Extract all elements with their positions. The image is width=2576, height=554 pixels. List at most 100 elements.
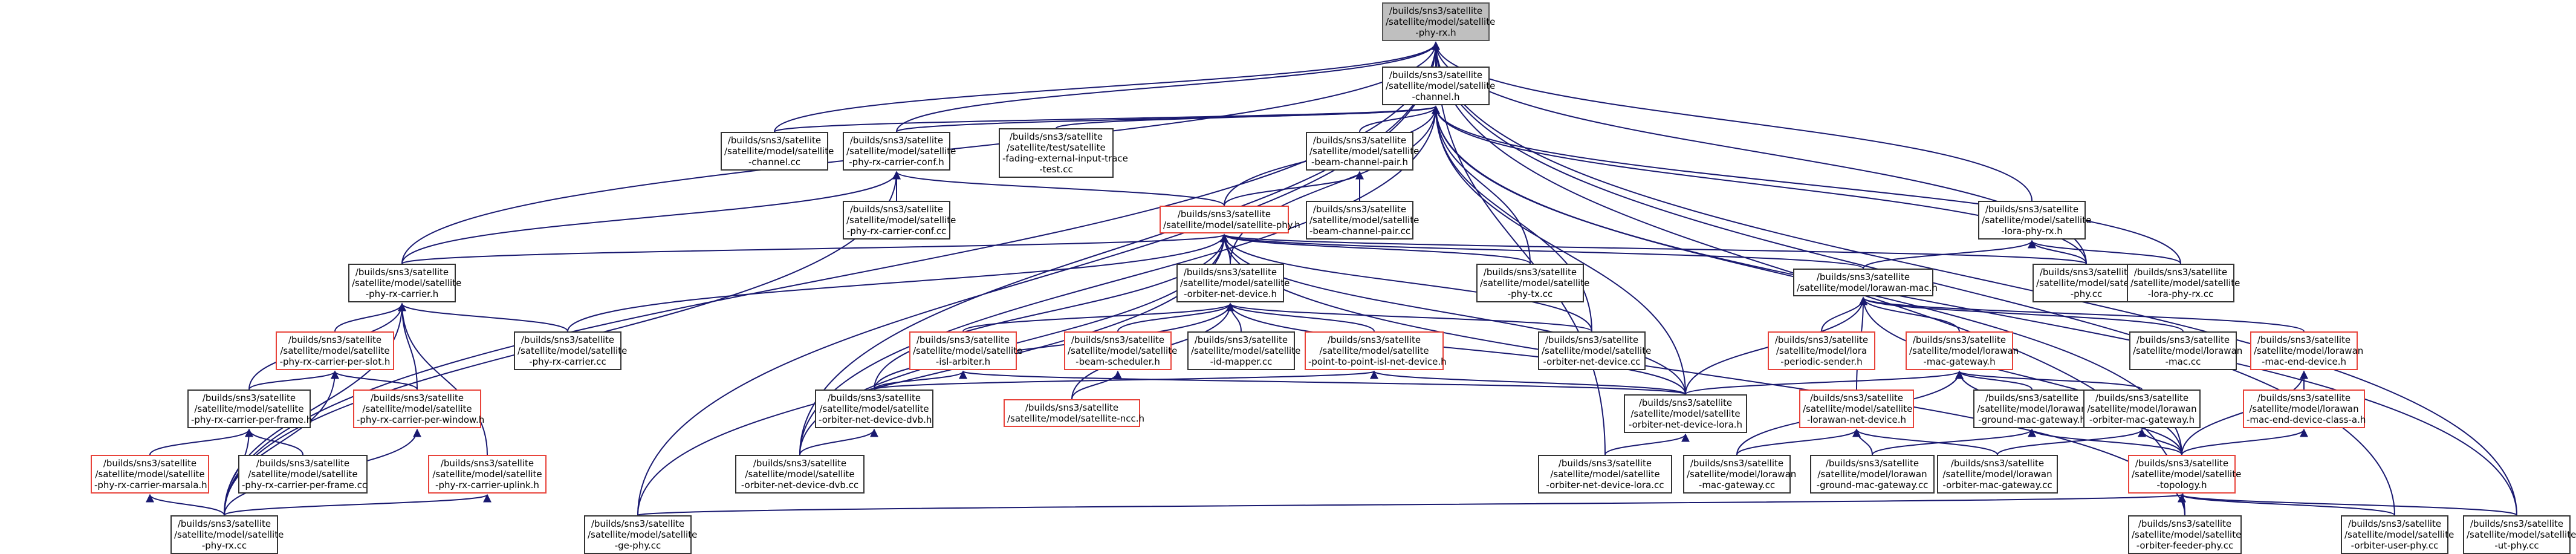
edge-node-lorawan-mac-end-device-h-to-node-lorawan-mac-h — [1859, 296, 2305, 332]
node-orbiter-net-device-cc[interactable]: /builds/sns3/satellite/satellite/model/s… — [1538, 331, 1651, 370]
node-orbiter-feeder-phy-cc[interactable]: /builds/sns3/satellite/satellite/model/s… — [2128, 515, 2242, 554]
node-satellite-ncc-h[interactable]: /builds/sns3/satellite/satellite/model/s… — [1004, 399, 1144, 427]
edge-node-satellite-ncc-h-to-node-beam-scheduler-h — [1071, 370, 1122, 400]
node-satellite-phy-rx-h[interactable]: /builds/sns3/satellite/satellite/model/s… — [1382, 2, 1495, 41]
edge-node-orbiter-net-device-lora-h-to-node-orbiter-net-device-h — [1226, 302, 1686, 395]
edge-node-orbiter-mac-gateway-cc-to-node-orbiter-mac-gateway-h — [1997, 428, 2146, 455]
edge-node-lora-phy-rx-cc-to-node-satellite-channel-h — [1432, 105, 2181, 264]
node-lorawan-mac-cc[interactable]: /builds/sns3/satellite/satellite/model/l… — [2129, 331, 2242, 370]
edge-node-phy-tx-cc-to-node-satellite-phy-h — [1220, 233, 1531, 264]
node-phy-rx-carrier-per-slot-h[interactable]: /builds/sns3/satellite/satellite/model/s… — [276, 331, 394, 370]
edge-node-orbiter-mac-gateway-h-to-node-lorawan-mac-gateway-h — [1955, 370, 2143, 390]
edge-node-satellite-phy-h-to-node-phy-rx-carrier-conf-h — [892, 171, 1225, 206]
edge-node-orbiter-net-device-lora-cc-to-node-orbiter-net-device-lora-h — [1604, 433, 1690, 455]
edge-node-orbiter-net-device-dvb-cc-to-node-satellite-phy-rx-h — [799, 41, 1440, 455]
edge-node-orbiter-net-device-lora-h-to-node-satellite-phy-h — [1220, 233, 1686, 395]
edge-node-orbiter-mac-gateway-cc-to-node-lorawan-net-device-h — [1852, 428, 1998, 455]
node-beam-scheduler-h[interactable]: /builds/sns3/satellite/satellite/model/s… — [1064, 331, 1177, 370]
node-fading-trace-test-cc[interactable]: /builds/sns3/satellite/satellite/test/sa… — [999, 128, 1128, 178]
node-phy-rx-carrier-marsala-h[interactable]: /builds/sns3/satellite/satellite/model/s… — [91, 455, 209, 494]
node-lora-phy-rx-h[interactable]: /builds/sns3/satellite/satellite/model/s… — [1978, 201, 2091, 240]
node-ground-mac-gateway-cc[interactable]: /builds/sns3/satellite/satellite/model/l… — [1810, 455, 1935, 494]
node-lorawan-mac-end-device-h[interactable]: /builds/sns3/satellite/satellite/model/l… — [2250, 331, 2363, 370]
edge-node-lorawan-mac-h-to-node-lora-phy-rx-h — [1863, 240, 2036, 269]
edge-node-satellite-phy-cc-to-node-satellite-phy-h — [1220, 233, 2087, 264]
node-orbiter-net-device-h[interactable]: /builds/sns3/satellite/satellite/model/s… — [1176, 264, 1290, 302]
node-satellite-ge-phy-cc[interactable]: /builds/sns3/satellite/satellite/model/s… — [584, 515, 697, 554]
node-orbiter-net-device-lora-h[interactable]: /builds/sns3/satellite/satellite/model/s… — [1624, 394, 1747, 433]
edge-node-orbiter-net-device-cc-to-node-orbiter-net-device-h — [1226, 302, 1592, 332]
edge-node-orbiter-net-device-dvb-h-to-node-satellite-phy-h — [874, 233, 1228, 390]
edge-node-phy-rx-carrier-conf-h-to-node-satellite-phy-rx-h — [896, 41, 1440, 132]
edge-node-ground-mac-gateway-cc-to-node-ground-mac-gateway-h — [1872, 428, 2036, 455]
edge-node-lorawan-mac-h-to-node-satellite-phy-h — [1220, 233, 1864, 269]
edge-node-beam-scheduler-h-to-node-orbiter-net-device-h — [1117, 302, 1234, 332]
edge-node-phy-rx-carrier-per-slot-h-to-node-phy-rx-carrier-h — [334, 302, 406, 332]
edge-node-point-to-point-isl-h-to-node-orbiter-net-device-h — [1226, 302, 1375, 332]
edge-node-orbiter-net-device-lora-cc-to-node-satellite-phy-rx-h — [1432, 41, 1606, 455]
node-satellite-channel-cc[interactable]: /builds/sns3/satellite/satellite/model/s… — [721, 132, 834, 171]
node-phy-rx-carrier-h[interactable]: /builds/sns3/satellite/satellite/model/s… — [348, 264, 461, 302]
edge-node-phy-rx-carrier-uplink-h-to-node-phy-rx-carrier-h — [398, 302, 488, 455]
node-phy-tx-cc[interactable]: /builds/sns3/satellite/satellite/model/s… — [1476, 264, 1589, 302]
node-satellite-phy-cc[interactable]: /builds/sns3/satellite/satellite/model/s… — [2033, 264, 2146, 302]
node-phy-rx-carrier-uplink-h[interactable]: /builds/sns3/satellite/satellite/model/s… — [428, 455, 547, 494]
node-satellite-phy-h[interactable]: /builds/sns3/satellite/satellite/model/s… — [1160, 206, 1300, 233]
node-phy-rx-carrier-conf-cc[interactable]: /builds/sns3/satellite/satellite/model/s… — [843, 201, 956, 240]
node-phy-rx-carrier-cc[interactable]: /builds/sns3/satellite/satellite/model/s… — [514, 331, 627, 370]
node-orbiter-net-device-dvb-h[interactable]: /builds/sns3/satellite/satellite/model/s… — [815, 389, 933, 428]
node-satellite-ut-phy-cc[interactable]: /builds/sns3/satellite/satellite/model/s… — [2463, 515, 2576, 554]
node-isl-arbiter-h[interactable]: /builds/sns3/satellite/satellite/model/s… — [909, 331, 1022, 370]
edge-node-satellite-ge-phy-cc-to-node-satellite-topology-h — [637, 494, 2185, 516]
edge-node-ground-mac-gateway-cc-to-node-lorawan-net-device-h — [1852, 428, 1873, 455]
edge-node-satellite-phy-rx-cc-to-node-phy-rx-carrier-uplink-h — [224, 494, 492, 516]
edge-node-phy-rx-carrier-per-window-h-to-node-phy-rx-carrier-per-slot-h — [331, 370, 418, 390]
edge-node-lorawan-mac-cc-to-node-lorawan-mac-h — [1859, 296, 2184, 332]
edge-node-satellite-ge-phy-cc-to-node-satellite-phy-rx-h — [637, 41, 1440, 516]
edge-node-orbiter-feeder-phy-cc-to-node-satellite-phy-h — [1220, 233, 2185, 516]
node-phy-rx-carrier-per-frame-h[interactable]: /builds/sns3/satellite/satellite/model/s… — [187, 389, 312, 428]
node-lorawan-net-device-h[interactable]: /builds/sns3/satellite/satellite/model/s… — [1799, 389, 1914, 428]
edge-node-satellite-phy-rx-cc-to-node-phy-rx-carrier-marsala-h — [146, 494, 225, 516]
node-beam-channel-pair-cc[interactable]: /builds/sns3/satellite/satellite/model/s… — [1306, 201, 1419, 240]
node-lorawan-mac-gateway-cc[interactable]: /builds/sns3/satellite/satellite/model/l… — [1683, 455, 1796, 494]
node-satellite-phy-rx-cc[interactable]: /builds/sns3/satellite/satellite/model/s… — [170, 515, 284, 554]
node-lora-periodic-sender-h[interactable]: /builds/sns3/satellite/satellite/model/l… — [1768, 331, 1875, 370]
node-mac-end-device-class-a-h[interactable]: /builds/sns3/satellite/satellite/model/l… — [2243, 389, 2366, 428]
node-phy-rx-carrier-per-frame-cc[interactable]: /builds/sns3/satellite/satellite/model/s… — [238, 455, 368, 494]
node-ground-mac-gateway-h[interactable]: /builds/sns3/satellite/satellite/model/l… — [1973, 389, 2091, 428]
node-lorawan-mac-h[interactable]: /builds/sns3/satellite/satellite/model/l… — [1793, 269, 1938, 296]
node-id-mapper-cc[interactable]: /builds/sns3/satellite/satellite/model/s… — [1187, 331, 1300, 370]
node-lorawan-mac-gateway-h[interactable]: /builds/sns3/satellite/satellite/model/l… — [1906, 331, 2019, 370]
edge-node-phy-tx-cc-to-node-satellite-channel-h — [1432, 105, 1531, 264]
node-beam-channel-pair-h[interactable]: /builds/sns3/satellite/satellite/model/s… — [1306, 132, 1419, 171]
edge-node-phy-rx-carrier-per-frame-h-to-node-phy-rx-carrier-per-slot-h — [248, 370, 339, 390]
node-satellite-channel-h[interactable]: /builds/sns3/satellite/satellite/model/s… — [1382, 67, 1495, 105]
edge-node-satellite-phy-cc-to-node-satellite-channel-h — [1432, 105, 2087, 264]
node-orbiter-net-device-lora-cc[interactable]: /builds/sns3/satellite/satellite/model/s… — [1538, 455, 1672, 494]
edge-node-orbiter-net-device-dvb-cc-to-node-orbiter-net-device-dvb-h — [799, 428, 878, 455]
node-orbiter-mac-gateway-h[interactable]: /builds/sns3/satellite/satellite/model/l… — [2083, 389, 2201, 428]
node-orbiter-user-phy-cc[interactable]: /builds/sns3/satellite/satellite/model/s… — [2341, 515, 2454, 554]
edge-node-orbiter-net-device-lora-h-to-node-isl-arbiter-h — [959, 370, 1686, 395]
node-phy-rx-carrier-conf-h[interactable]: /builds/sns3/satellite/satellite/model/s… — [843, 132, 956, 171]
edge-node-orbiter-net-device-dvb-h-to-node-orbiter-net-device-h — [874, 302, 1234, 390]
edge-node-phy-rx-carrier-h-to-node-satellite-phy-h — [401, 233, 1228, 264]
node-orbiter-mac-gateway-cc[interactable]: /builds/sns3/satellite/satellite/model/l… — [1937, 455, 2058, 494]
edge-node-satellite-ut-phy-cc-to-node-satellite-topology-h — [2178, 494, 2517, 516]
edge-node-orbiter-net-device-h-to-node-satellite-channel-h — [1230, 105, 1440, 264]
edge-node-lora-phy-rx-cc-to-node-lora-phy-rx-h — [2028, 240, 2181, 264]
edge-node-satellite-topology-h-to-node-ground-mac-gateway-h — [2028, 428, 2182, 455]
edge-node-orbiter-net-device-cc-to-node-satellite-phy-h — [1220, 233, 1592, 332]
edge-node-orbiter-net-device-dvb-h-to-node-point-to-point-isl-h — [874, 370, 1378, 390]
node-point-to-point-isl-h[interactable]: /builds/sns3/satellite/satellite/model/s… — [1305, 331, 1447, 370]
edge-node-fading-trace-test-cc-to-node-satellite-channel-h — [1056, 105, 1440, 129]
node-lora-phy-rx-cc[interactable]: /builds/sns3/satellite/satellite/model/s… — [2127, 264, 2240, 302]
edge-node-phy-rx-carrier-cc-to-node-satellite-phy-h — [567, 233, 1228, 332]
node-phy-rx-carrier-per-window-h[interactable]: /builds/sns3/satellite/satellite/model/s… — [353, 389, 484, 428]
node-satellite-topology-h[interactable]: /builds/sns3/satellite/satellite/model/s… — [2128, 455, 2241, 494]
node-orbiter-net-device-dvb-cc[interactable]: /builds/sns3/satellite/satellite/model/s… — [735, 455, 865, 494]
edge-node-phy-rx-carrier-cc-to-node-phy-rx-carrier-h — [398, 302, 568, 332]
edge-node-phy-rx-carrier-h-to-node-phy-rx-carrier-conf-h — [401, 171, 901, 264]
